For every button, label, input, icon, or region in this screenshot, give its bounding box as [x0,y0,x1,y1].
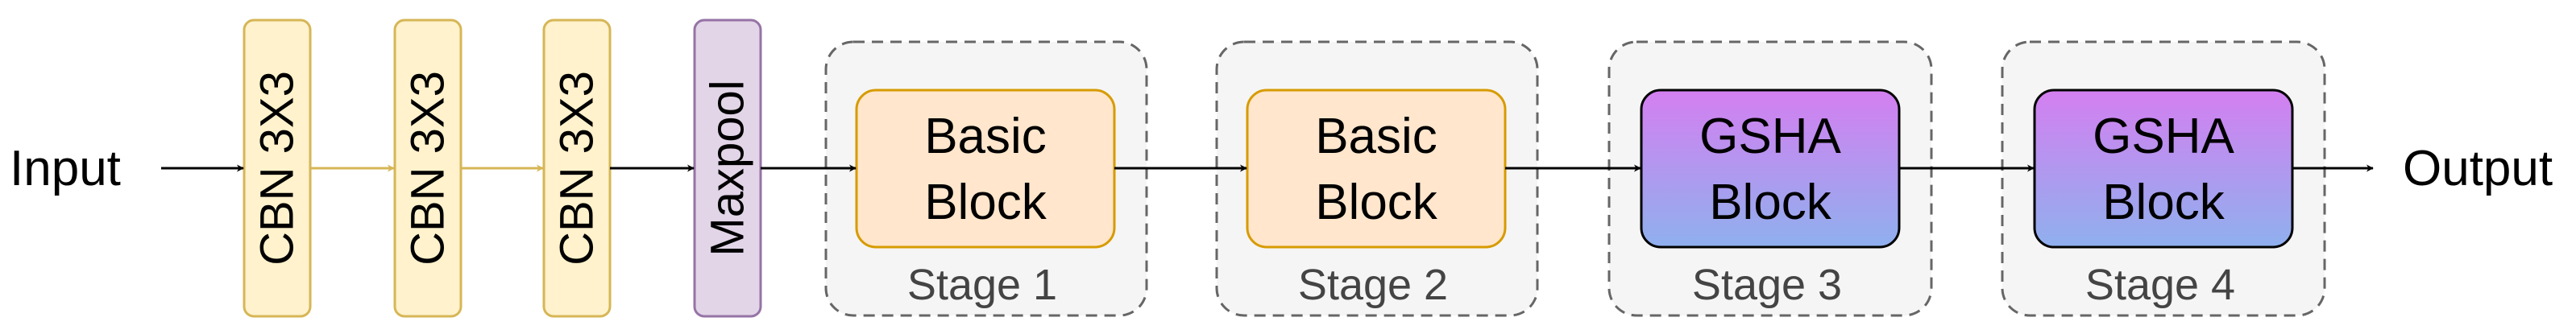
stage-4-block-line2: Block [2102,175,2225,230]
cbn-layer-2-label: CBN 3X3 [402,71,454,266]
output-label: Output [2403,141,2553,196]
maxpool-layer: Maxpool [693,19,762,318]
stage-1-label: Stage 1 [907,261,1057,309]
stage-3-container: GSHA Block Stage 3 [1607,40,1933,317]
cbn-layer-3-label: CBN 3X3 [551,71,604,266]
stage-1-block-line1: Basic [924,109,1047,164]
stage-2-block-line2: Block [1315,175,1438,230]
maxpool-layer-label: Maxpool [702,80,754,256]
cbn-layer-3: CBN 3X3 [542,19,612,318]
stage-4-container: GSHA Block Stage 4 [2001,40,2326,317]
cbn-layer-2: CBN 3X3 [393,19,463,318]
cbn-layer-1-label: CBN 3X3 [251,71,304,266]
stage-2-block-line1: Basic [1315,109,1437,164]
stage-2-label: Stage 2 [1298,261,1448,309]
stage-2-container: Basic Block Stage 2 [1215,40,1539,317]
cbn-layer-1: CBN 3X3 [243,19,312,318]
input-label: Input [10,141,121,196]
stage-3-label: Stage 3 [1692,261,1842,309]
stage-1-container: Basic Block Stage 1 [824,40,1148,317]
stage-3-block-line2: Block [1709,175,1832,230]
stage-1-block-line2: Block [924,175,1047,230]
stage-4-label: Stage 4 [2085,261,2235,309]
stage-3-block-line1: GSHA [1699,109,1841,164]
stage-4-block-line1: GSHA [2093,109,2234,164]
